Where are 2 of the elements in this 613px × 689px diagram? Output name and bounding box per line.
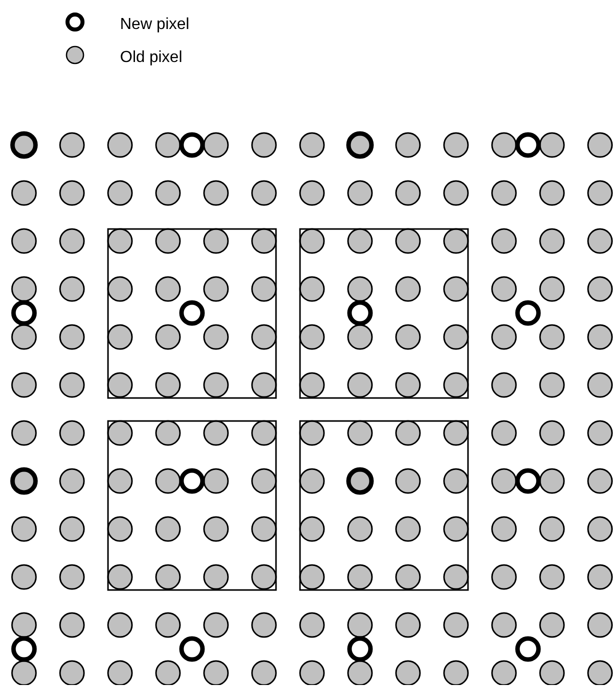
legend-label: New pixel: [120, 16, 190, 34]
legend-label: Old pixel: [120, 49, 182, 67]
